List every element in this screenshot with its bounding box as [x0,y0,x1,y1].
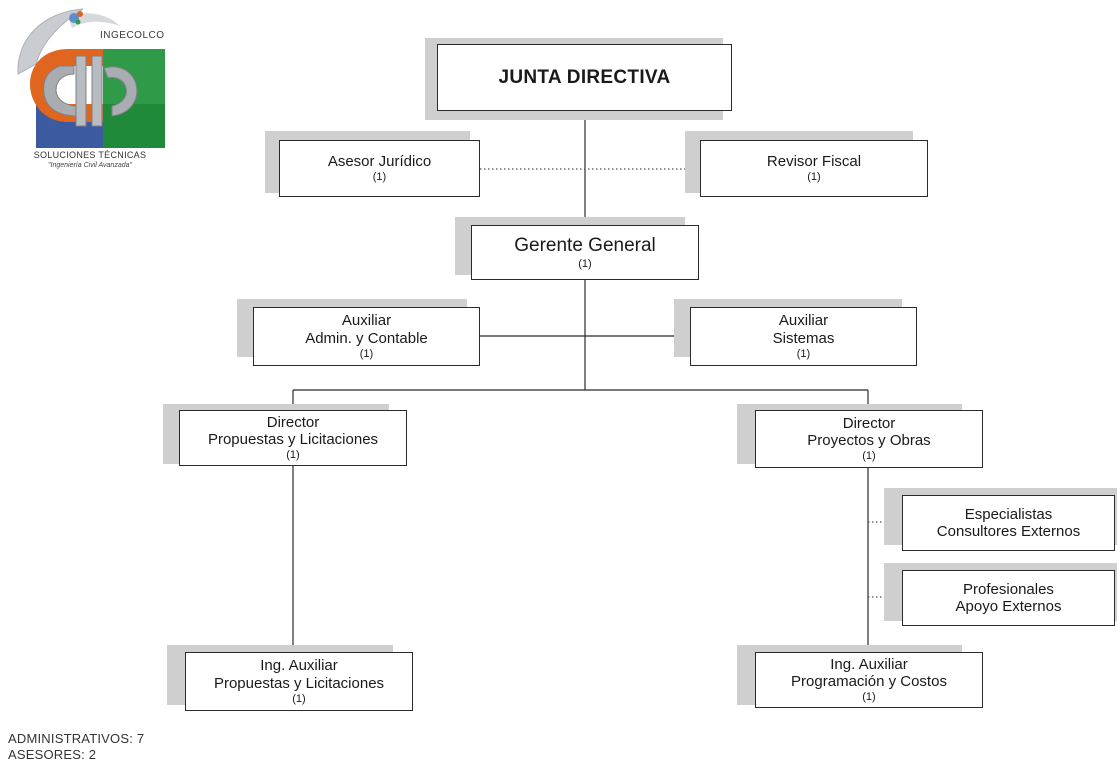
dir-propuestas-title-1: Director [266,413,320,431]
asesor-juridico-count: (1) [372,171,387,184]
dir-proyectos-box: Director Proyectos y Obras (1) [755,410,983,468]
aux-admin-count: (1) [359,347,374,360]
aux-sistemas-title-2: Sistemas [772,329,835,347]
junta-directiva-title: JUNTA DIRECTIVA [498,66,671,88]
aux-sistemas-box: Auxiliar Sistemas (1) [690,307,917,366]
especialistas-title-2: Consultores Externos [936,523,1081,540]
especialistas-box: Especialistas Consultores Externos [902,495,1115,551]
revisor-fiscal-box: Revisor Fiscal (1) [700,140,928,197]
gerente-general-box: Gerente General (1) [471,225,699,280]
profesionales-title-1: Profesionales [963,580,1054,598]
ing-propuestas-box: Ing. Auxiliar Propuestas y Licitaciones … [185,652,413,711]
dir-propuestas-title-2: Propuestas y Licitaciones [207,431,379,449]
aux-admin-title-1: Auxiliar [341,312,392,330]
dir-propuestas-box: Director Propuestas y Licitaciones (1) [179,410,407,466]
revisor-fiscal-count: (1) [807,171,821,184]
gerente-general-title: Gerente General [514,234,656,256]
ing-programacion-title-1: Ing. Auxiliar [830,655,908,673]
profesionales-title-2: Apoyo Externos [955,598,1062,615]
ing-propuestas-count: (1) [292,692,306,705]
ing-propuestas-title-1: Ing. Auxiliar [260,657,338,675]
aux-sistemas-count: (1) [796,347,811,360]
asesor-juridico-box: Asesor Jurídico (1) [279,140,480,197]
dir-proyectos-title-1: Director [842,414,896,432]
profesionales-box: Profesionales Apoyo Externos [902,570,1115,626]
asesor-juridico-title: Asesor Jurídico [327,153,432,171]
dir-propuestas-count: (1) [286,449,300,462]
logo-subtitle: SOLUCIONES TÉCNICAS [33,150,147,160]
ing-programacion-count: (1) [862,691,876,704]
especialistas-title-1: Especialistas [964,505,1053,523]
footer-administrativos: ADMINISTRATIVOS: 7 [8,731,145,746]
logo-name: INGECOLCO [100,30,165,41]
revisor-fiscal-title: Revisor Fiscal [766,153,862,171]
logo-tagline: "Ingeniería Civil Avanzada" [48,162,132,169]
aux-sistemas-title-1: Auxiliar [778,312,829,330]
ing-programacion-box: Ing. Auxiliar Programación y Costos (1) [755,652,983,708]
junta-directiva-box: JUNTA DIRECTIVA [437,44,732,111]
dir-proyectos-count: (1) [862,450,876,463]
footer-asesores: ASESORES: 2 [8,747,97,762]
aux-admin-box: Auxiliar Admin. y Contable (1) [253,307,480,366]
dir-proyectos-title-2: Proyectos y Obras [807,432,931,450]
ing-propuestas-title-2: Propuestas y Licitaciones [213,674,385,692]
company-logo [17,8,165,148]
ing-programacion-title-2: Programación y Costos [791,673,947,691]
aux-admin-title-2: Admin. y Contable [305,329,428,347]
gerente-general-count: (1) [578,257,592,270]
